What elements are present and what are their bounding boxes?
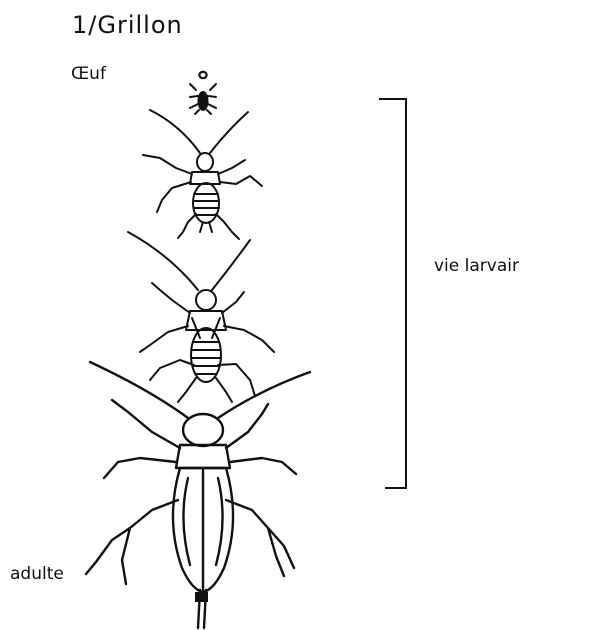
nymph-small-drawing: [143, 110, 262, 239]
egg-drawing: [199, 72, 206, 78]
nymph-large-drawing: [128, 232, 274, 402]
adult-cricket-drawing: [86, 362, 310, 628]
larval-life-bracket: [379, 99, 406, 488]
hatchling-drawing: [190, 84, 216, 114]
